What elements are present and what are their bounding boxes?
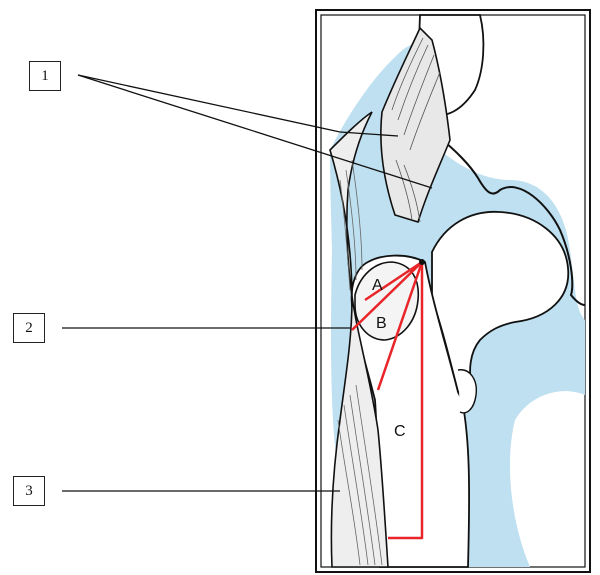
apex-point xyxy=(419,259,425,265)
callout-3-label: 3 xyxy=(25,483,33,500)
callout-2: 2 xyxy=(13,313,45,343)
region-label-a: A xyxy=(372,277,383,294)
callout-1: 1 xyxy=(29,61,61,91)
callout-3: 3 xyxy=(13,476,45,506)
region-label-c: C xyxy=(394,423,406,440)
callout-1-label: 1 xyxy=(41,68,49,85)
region-label-b: B xyxy=(376,315,387,332)
callout-2-label: 2 xyxy=(25,320,33,337)
leader-1-upper xyxy=(78,75,340,132)
